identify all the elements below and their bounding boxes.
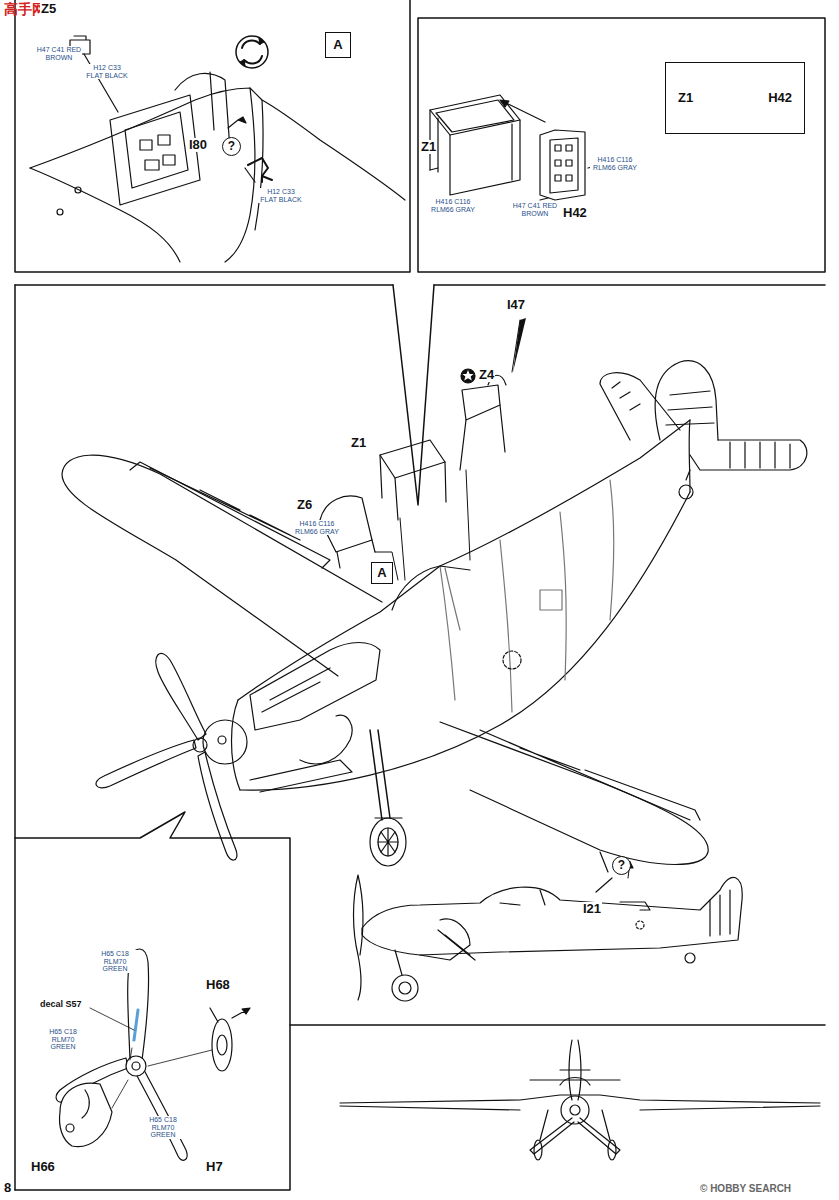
panel-frames xyxy=(15,0,825,1190)
propeller-detail xyxy=(56,949,250,1160)
node-text: Z1 xyxy=(678,91,693,105)
paint-callout: H47 C41 RED BROWN xyxy=(36,46,82,61)
part-number: Z5 xyxy=(40,2,57,16)
node-text: A xyxy=(333,38,342,52)
part-number: H7 xyxy=(205,1160,224,1174)
part-number: I47 xyxy=(506,298,526,312)
query-symbol: ? xyxy=(222,137,241,156)
cockpit-detail xyxy=(30,36,405,262)
paint-callout: H416 C116 RLM66 GRAY xyxy=(294,520,340,535)
part-number: H68 xyxy=(205,978,231,992)
part-number: I21 xyxy=(582,902,602,916)
watermark: © HOBBY SEARCH xyxy=(700,1183,791,1194)
reference-box: A xyxy=(371,562,393,584)
paint-callout: H416 C116 RLM66 GRAY xyxy=(430,198,476,213)
part-number: H66 xyxy=(30,1160,56,1174)
query-symbol: ? xyxy=(612,856,631,875)
part-number: Z1 xyxy=(420,140,437,154)
reference-box: A xyxy=(325,32,351,58)
paint-callout: H65 C18 RLM70 GREEN xyxy=(140,1116,186,1139)
part-number: I80 xyxy=(188,138,208,152)
page-number: 8 xyxy=(3,1181,12,1195)
paint-callout: H12 C33 FLAT BLACK xyxy=(258,188,304,203)
part-number: Z6 xyxy=(296,498,313,512)
node-text: A xyxy=(377,566,386,580)
front-view xyxy=(340,1040,820,1160)
node-text: H42 xyxy=(768,91,792,105)
paint-callout: H12 C33 FLAT BLACK xyxy=(84,64,130,79)
paint-callout: H416 C116 RLM66 GRAY xyxy=(590,156,640,171)
decal-number: decal S57 xyxy=(40,1000,82,1010)
part-number: Z4 xyxy=(478,368,495,382)
paint-callout: H47 C41 RED BROWN xyxy=(512,202,558,217)
part-number: H42 xyxy=(562,206,588,220)
inset-box: Z1 H42 xyxy=(665,62,805,134)
paint-callout: H65 C18 RLM70 GREEN xyxy=(40,1028,86,1051)
aircraft-main-view xyxy=(62,318,807,910)
paint-callout: H65 C18 RLM70 GREEN xyxy=(92,950,138,973)
side-view xyxy=(354,875,743,1001)
part-number: Z1 xyxy=(350,436,367,450)
